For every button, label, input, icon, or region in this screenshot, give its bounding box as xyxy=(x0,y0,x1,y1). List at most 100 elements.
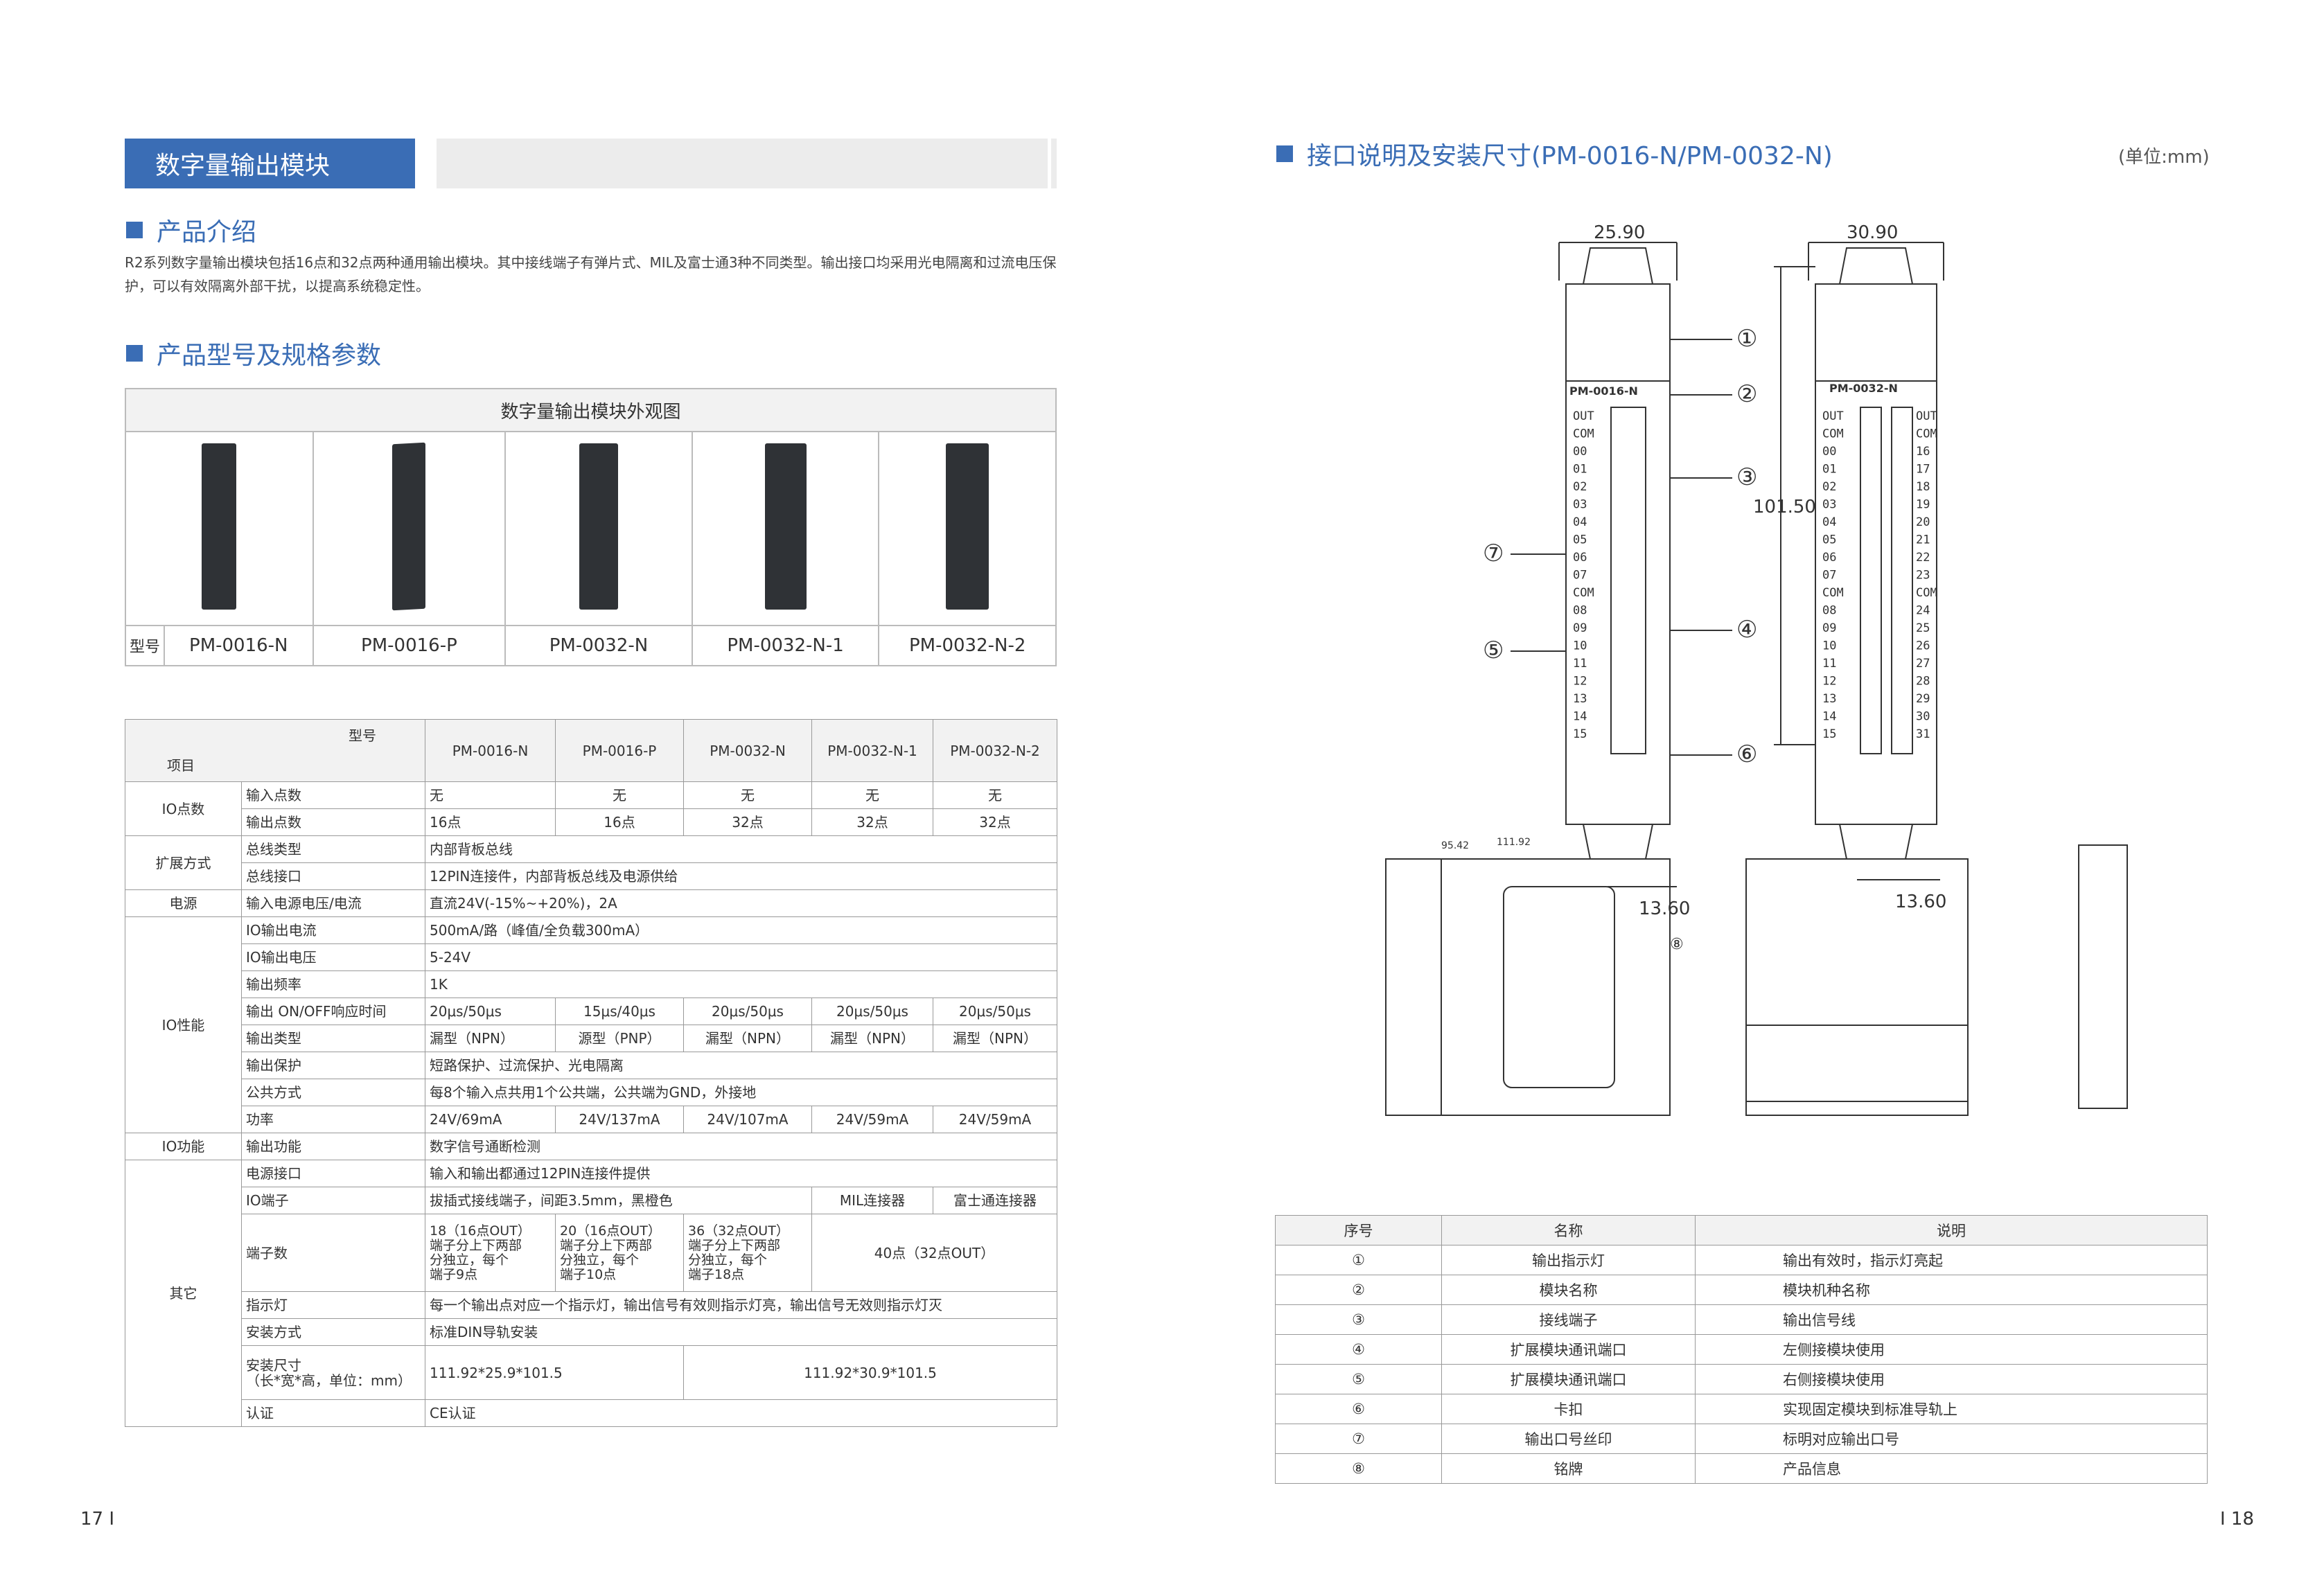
cell: 内部背板总线 xyxy=(425,835,1057,863)
row-label: 功率 xyxy=(241,1106,425,1133)
page-number-left: 17 I xyxy=(80,1509,115,1530)
banner-grey-end xyxy=(1051,139,1057,188)
cell: 16点 xyxy=(425,808,556,836)
terminal-label: 09 xyxy=(1573,621,1587,635)
legend-cell: ⑤ xyxy=(1275,1364,1442,1394)
terminal-label: 00 xyxy=(1573,445,1587,459)
terminal-label: 01 xyxy=(1822,463,1836,477)
terminal-label: 04 xyxy=(1573,515,1587,529)
model-name: PM-0032-N xyxy=(504,625,693,666)
module1-name: PM-0016-N xyxy=(1569,384,1638,398)
side-view-1 xyxy=(1385,858,1671,1116)
legend-cell: 标明对应输出口号 xyxy=(1695,1424,2208,1454)
legend-cell: ③ xyxy=(1275,1304,1442,1335)
row-label: 指示灯 xyxy=(241,1291,425,1319)
legend-cell: ⑧ xyxy=(1275,1453,1442,1484)
cell: MIL连接器 xyxy=(811,1187,933,1214)
spec-model: PM-0032-N-1 xyxy=(811,719,933,782)
legend-cell: ⑦ xyxy=(1275,1424,1442,1454)
cell: 32点 xyxy=(933,808,1057,836)
legend-cell: 实现固定模块到标准导轨上 xyxy=(1695,1394,2208,1424)
legend-cell: 扩展模块通讯端口 xyxy=(1441,1364,1696,1394)
terminal-label: OUT xyxy=(1822,409,1844,423)
terminal-label: 07 xyxy=(1822,569,1836,583)
legend-cell: 输出指示灯 xyxy=(1441,1245,1696,1275)
model-name: PM-0032-N-2 xyxy=(878,625,1057,666)
dim-bottom-1: 13.60 xyxy=(1639,898,1690,919)
spec-model: PM-0016-N xyxy=(425,719,556,782)
row-label: 总线接口 xyxy=(241,862,425,890)
dim-width-1: 25.90 xyxy=(1594,222,1645,243)
spec-model: PM-0032-N xyxy=(683,719,812,782)
cell: 无 xyxy=(933,781,1057,809)
row-label: 端子数 xyxy=(241,1214,425,1292)
cell: 12PIN连接件，内部背板总线及电源供给 xyxy=(425,862,1057,890)
callout-1: ① xyxy=(1736,325,1757,353)
module-image xyxy=(691,431,880,626)
model-label: 型号 xyxy=(125,625,165,666)
spec-model: PM-0016-P xyxy=(555,719,684,782)
banner-stripe xyxy=(395,139,403,188)
cell: 24V/59mA xyxy=(933,1106,1057,1133)
legend-cell: 右侧接模块使用 xyxy=(1695,1364,2208,1394)
section-interface: 接口说明及安装尺寸(PM-0016-N/PM-0032-N) xyxy=(1276,136,1833,172)
terminal-label: 03 xyxy=(1822,498,1836,512)
group-io-perf: IO性能 xyxy=(125,916,242,1133)
dim-bottom-2: 13.60 xyxy=(1895,892,1946,912)
terminal-label: 03 xyxy=(1573,498,1587,512)
callout-2: ② xyxy=(1736,380,1757,408)
legend-cell: 左侧接模块使用 xyxy=(1695,1334,2208,1365)
module-image xyxy=(504,431,693,626)
spec-table: 型号 项目 PM-0016-N PM-0016-P PM-0032-N PM-0… xyxy=(125,719,1057,1427)
unit-label: (单位:mm) xyxy=(2118,147,2210,168)
cell: 24V/59mA xyxy=(811,1106,933,1133)
cell: 直流24V(-15%~+20%)，2A xyxy=(425,889,1057,917)
module2-name: PM-0032-N xyxy=(1829,382,1898,395)
section-spec: 产品型号及规格参数 xyxy=(126,335,381,371)
callout-8: ⑧ xyxy=(1670,936,1684,953)
cell: 5-24V xyxy=(425,943,1057,971)
cell: 24V/137mA xyxy=(555,1106,684,1133)
row-label: 输出点数 xyxy=(241,808,425,836)
terminal-label: COM xyxy=(1916,586,1937,600)
banner-title: 数字量输出模块 xyxy=(125,139,410,188)
terminal-label: COM xyxy=(1573,586,1594,600)
callout-6: ⑥ xyxy=(1736,741,1757,768)
page-number-right: I 18 xyxy=(2220,1509,2255,1530)
terminal-label: COM xyxy=(1573,427,1594,441)
cell: 20μs/50μs xyxy=(425,998,556,1025)
cell: 无 xyxy=(811,781,933,809)
terminal-label: COM xyxy=(1916,427,1937,441)
cell: 20μs/50μs xyxy=(933,998,1057,1025)
terminal-label: 10 xyxy=(1822,639,1836,653)
terminal-label: 11 xyxy=(1573,657,1587,671)
module1-clip-top xyxy=(1583,247,1653,285)
cell: 无 xyxy=(683,781,812,809)
cell: 40点（32点OUT） xyxy=(811,1214,1057,1292)
terminal-label: 11 xyxy=(1822,657,1836,671)
row-label: IO输出电压 xyxy=(241,943,425,971)
terminal-label: 13 xyxy=(1573,692,1587,706)
row-label: 输入点数 xyxy=(241,781,425,809)
terminal-label: 22 xyxy=(1916,551,1930,565)
row-label: 输出功能 xyxy=(241,1133,425,1160)
cell: 漏型（NPN） xyxy=(683,1025,812,1052)
row-label: 总线类型 xyxy=(241,835,425,863)
terminal-label: 16 xyxy=(1916,445,1930,459)
legend-cell: 输出有效时，指示灯亮起 xyxy=(1695,1245,2208,1275)
row-label: 认证 xyxy=(241,1399,425,1427)
callout-5: ⑤ xyxy=(1483,637,1504,664)
terminal-label: COM xyxy=(1822,427,1844,441)
cell: 短路保护、过流保护、光电隔离 xyxy=(425,1052,1057,1079)
legend-cell: 模块名称 xyxy=(1441,1275,1696,1305)
terminal-label: 14 xyxy=(1822,710,1836,724)
callout-7: ⑦ xyxy=(1483,540,1504,567)
row-label: 公共方式 xyxy=(241,1079,425,1106)
terminal-label: 21 xyxy=(1916,533,1930,547)
terminal-label: 02 xyxy=(1822,480,1836,494)
cell: 18（16点OUT）端子分上下两部分独立，每个端子9点 xyxy=(425,1214,556,1292)
legend-cell: 输出口号丝印 xyxy=(1441,1424,1696,1454)
dim-width-2: 30.90 xyxy=(1847,222,1898,243)
end-view xyxy=(2078,844,2128,1109)
cell: 32点 xyxy=(811,808,933,836)
